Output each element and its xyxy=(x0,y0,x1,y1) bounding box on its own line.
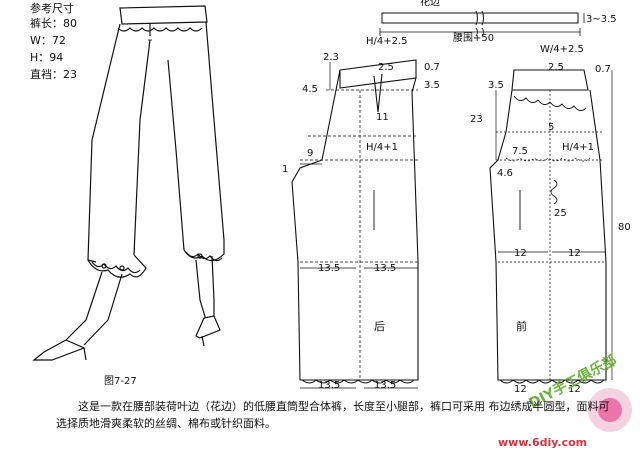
back-value-2-5: 2.5 xyxy=(378,62,394,73)
back-value-4-5: 4.5 xyxy=(302,84,318,95)
front-knee-left: 12 xyxy=(514,248,527,259)
front-piece-labels: W/4+2.5 2.5 0.7 3.5 5 23 7.5 H/4+1 4.6 2… xyxy=(470,44,631,395)
front-hip-formula: H/4+1 xyxy=(562,142,594,153)
back-piece-labels: 2.3 H/4+2.5 2.5 0.7 3.5 4.5 11 H/4+1 9 1… xyxy=(282,36,440,391)
front-piece-label: 前 xyxy=(516,319,527,333)
waistband-ruffle-label: 花边 xyxy=(420,0,440,8)
front-pattern-piece xyxy=(489,69,613,384)
description-text: 这是一款在腰部装荷叶边（花边）的低腰直筒型合体裤，长度至小腿部，裤口可采用 布边… xyxy=(56,400,610,430)
front-value-2-5: 2.5 xyxy=(548,62,564,73)
back-value-2-3: 2.3 xyxy=(323,52,339,63)
front-value-7-5: 7.5 xyxy=(512,146,528,157)
reference-waist: W：72 xyxy=(30,34,66,47)
back-value-3-5: 3.5 xyxy=(424,80,440,91)
front-hem-left: 12 xyxy=(514,384,527,395)
back-hip-formula: H/4+1 xyxy=(366,142,398,153)
front-value-0-7: 0.7 xyxy=(595,64,611,75)
back-value-1: 1 xyxy=(282,164,288,175)
back-value-9: 9 xyxy=(307,148,313,159)
front-hem-right: 12 xyxy=(568,384,581,395)
reference-rise: 直裆：23 xyxy=(30,67,77,81)
reference-title: 参考尺寸 xyxy=(30,1,74,15)
front-value-4-6: 4.6 xyxy=(497,168,513,179)
front-waist-formula: W/4+2.5 xyxy=(540,44,584,55)
back-hem-left: 13.5 xyxy=(318,380,340,391)
waistband-strip xyxy=(379,10,585,37)
waistband-height-label: 3~3.5 xyxy=(586,14,617,25)
fashion-illustration xyxy=(32,5,225,361)
back-knee-left: 13.5 xyxy=(318,263,340,274)
watermark-site: www.6diy.com xyxy=(498,436,587,449)
back-value-0-7: 0.7 xyxy=(424,62,440,73)
reference-hip: H：94 xyxy=(30,51,63,64)
reference-length: 裤长：80 xyxy=(30,16,77,30)
back-knee-right: 13.5 xyxy=(374,263,396,274)
front-value-23: 23 xyxy=(470,114,483,125)
back-piece-label: 后 xyxy=(374,320,385,333)
figure-caption: 图7-27 xyxy=(104,375,137,387)
back-value-11: 11 xyxy=(376,112,389,123)
back-waist-formula: H/4+2.5 xyxy=(366,36,408,47)
description-block: 这是一款在腰部装荷叶边（花边）的低腰直筒型合体裤，长度至小腿部，裤口可采用 布边… xyxy=(56,400,610,430)
reference-measurements: 参考尺寸 裤长：80 W：72 H：94 直裆：23 xyxy=(30,1,77,81)
front-value-5: 5 xyxy=(548,122,554,133)
waistband-width-label: 腰围+50 xyxy=(453,32,494,44)
front-value-25: 25 xyxy=(554,208,567,219)
front-value-80: 80 xyxy=(618,222,631,233)
back-hem-right: 13.5 xyxy=(374,380,396,391)
front-value-3-5: 3.5 xyxy=(488,80,504,91)
front-knee-right: 12 xyxy=(568,248,581,259)
back-pattern-piece xyxy=(291,59,419,389)
